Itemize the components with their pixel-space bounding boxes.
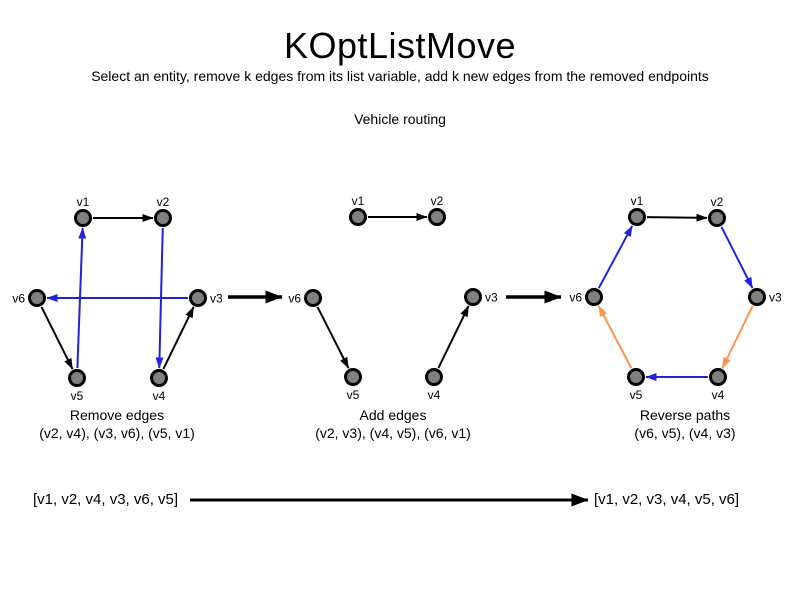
node-label-v5: v5	[347, 388, 360, 402]
node-v3	[464, 288, 482, 306]
caption-detail: (v2, v3), (v4, v5), (v6, v1)	[315, 425, 471, 441]
page-subtitle: Select an entity, remove k edges from it…	[91, 68, 709, 84]
edge-v6-v5	[40, 306, 74, 370]
node-v6	[304, 289, 322, 307]
node-label-v3: v3	[210, 292, 223, 306]
caption-detail: (v2, v4), (v3, v6), (v5, v1)	[39, 425, 195, 441]
node-v5	[68, 369, 86, 387]
node-label-v5: v5	[71, 389, 84, 403]
node-label-v2: v2	[157, 195, 170, 209]
list-after: [v1, v2, v3, v4, v5, v6]	[594, 491, 740, 508]
graph-add-edges: v1 v2 v6 v3 v5 v4	[288, 194, 498, 402]
edge-v3-v4	[721, 305, 754, 369]
edge-v4-v3	[162, 306, 195, 370]
node-label-v2: v2	[711, 195, 724, 209]
edge-v4-v3	[437, 305, 470, 369]
edge-v1-v2	[646, 213, 708, 222]
node-v4	[709, 368, 727, 386]
node-v4	[425, 368, 443, 386]
caption-title: Reverse paths	[639, 407, 731, 423]
caption-detail: (v6, v5), (v4, v3)	[634, 425, 736, 441]
node-label-v4: v4	[428, 388, 441, 402]
node-v1	[349, 208, 367, 226]
graph-reverse-paths: v1 v2 v6 v3 v5 v4	[569, 194, 782, 402]
page-title: KOptListMove	[283, 25, 517, 66]
caption-add-edges: Add edges (v2, v3), (v4, v5), (v6, v1)	[273, 406, 513, 442]
edge-v5-v1	[76, 227, 87, 369]
node-label-v6: v6	[12, 292, 25, 306]
node-label-v3: v3	[769, 291, 782, 305]
node-v3	[748, 288, 766, 306]
node-v6	[585, 288, 603, 306]
node-v2	[154, 209, 172, 227]
node-label-v1: v1	[631, 194, 644, 208]
node-v1	[628, 208, 646, 226]
node-v3	[189, 289, 207, 307]
node-label-v1: v1	[77, 195, 90, 209]
caption-title: Add edges	[359, 407, 427, 423]
node-label-v6: v6	[569, 291, 582, 305]
node-v5	[627, 368, 645, 386]
edge-v6-v1	[597, 225, 634, 289]
node-label-v4: v4	[153, 389, 166, 403]
node-label-v5: v5	[630, 388, 643, 402]
node-v4	[150, 369, 168, 387]
edge-v2-v3	[720, 226, 754, 289]
node-v1	[74, 209, 92, 227]
node-label-v4: v4	[712, 388, 725, 402]
context-label: Vehicle routing	[354, 111, 446, 127]
graph-remove-edges: v1 v2 v6 v3 v5 v4	[12, 195, 223, 403]
edge-v6-v5	[316, 306, 350, 369]
node-v2	[708, 209, 726, 227]
node-v5	[344, 368, 362, 386]
node-v6	[28, 289, 46, 307]
node-label-v6: v6	[288, 292, 301, 306]
node-label-v3: v3	[485, 291, 498, 305]
node-label-v2: v2	[431, 194, 444, 208]
caption-title: Remove edges	[69, 407, 165, 423]
node-label-v1: v1	[352, 194, 365, 208]
caption-remove-edges: Remove edges (v2, v4), (v3, v6), (v5, v1…	[0, 406, 237, 442]
list-before: [v1, v2, v4, v3, v6, v5]	[33, 491, 179, 508]
caption-reverse-paths: Reverse paths (v6, v5), (v4, v3)	[565, 406, 800, 442]
edge-v5-v6	[597, 305, 633, 369]
node-v2	[428, 208, 446, 226]
